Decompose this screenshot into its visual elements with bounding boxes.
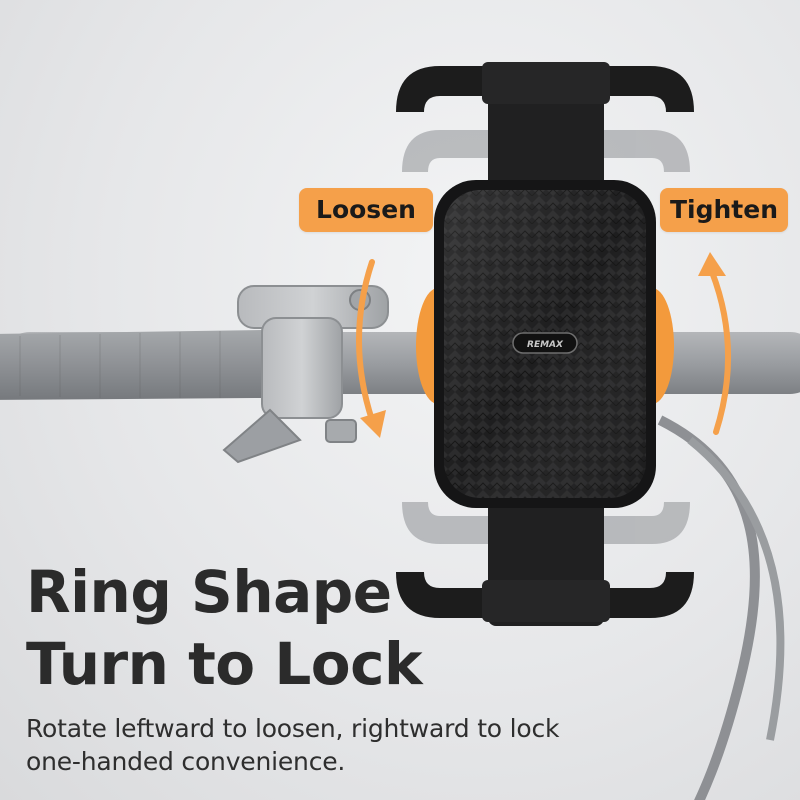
curved-arrow-down-icon xyxy=(356,259,386,438)
arms-top xyxy=(396,62,694,112)
tighten-label: Tighten xyxy=(660,188,788,232)
description-line-2: one-handed convenience. xyxy=(26,747,346,776)
handlebar-grip xyxy=(0,330,270,400)
headline-line-1: Ring Shape xyxy=(26,558,392,626)
brake-cable-2 xyxy=(687,436,785,741)
brand-logo-text: REMAX xyxy=(527,340,564,350)
brand-logo xyxy=(512,332,578,354)
loosen-label: Loosen xyxy=(299,188,433,232)
description-line-1: Rotate leftward to loosen, rightward to … xyxy=(26,714,560,743)
curved-arrow-up-icon xyxy=(698,252,732,435)
headline-line-2: Turn to Lock xyxy=(26,630,423,698)
grip-texture xyxy=(19,331,221,398)
brake-lever-clamp xyxy=(222,285,389,464)
arms-bottom xyxy=(396,572,694,622)
